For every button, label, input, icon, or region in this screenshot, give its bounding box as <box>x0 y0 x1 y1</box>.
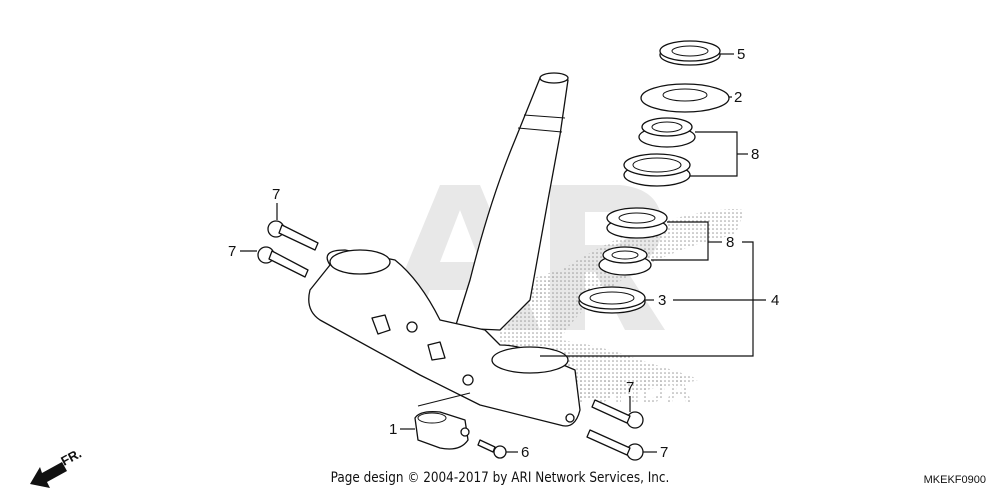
part-7-bolt <box>267 220 319 251</box>
callout-6[interactable]: 6 <box>521 444 529 461</box>
part-6-bolt <box>477 439 507 459</box>
callout-7-right-upper[interactable]: 7 <box>626 379 634 396</box>
part-8-lower-bearing <box>598 207 668 276</box>
part-1-clamp <box>414 392 471 450</box>
part-3-seal <box>578 286 646 314</box>
part-2-washer <box>640 83 730 113</box>
steering-stem-part <box>308 72 581 427</box>
part-8-upper-bearing <box>623 117 696 187</box>
part-7-bolt <box>591 399 644 429</box>
diagram-code: MKEKF0900 <box>923 474 986 486</box>
callout-8-lower[interactable]: 8 <box>726 234 734 251</box>
copyright-footer: Page design © 2004-2017 by ARI Network S… <box>330 470 670 486</box>
front-arrow-icon <box>30 462 67 488</box>
callout-labels: 5 2 8 8 3 4 7 7 7 7 1 6 <box>228 46 779 461</box>
part-5-nut <box>659 40 721 66</box>
callout-7-left[interactable]: 7 <box>228 243 236 260</box>
callout-1[interactable]: 1 <box>389 421 397 438</box>
leader-lines <box>240 53 766 453</box>
callout-3[interactable]: 3 <box>658 292 666 309</box>
callout-4[interactable]: 4 <box>771 292 779 309</box>
callout-8-upper[interactable]: 8 <box>751 146 759 163</box>
part-7-bolt <box>586 429 644 461</box>
part-7-bolt <box>257 246 309 278</box>
callout-7-top-left[interactable]: 7 <box>272 186 280 203</box>
callout-2[interactable]: 2 <box>734 89 742 106</box>
honda-brand-watermark: HONDA <box>560 369 692 410</box>
callout-5[interactable]: 5 <box>737 46 745 63</box>
callout-7-right-lower[interactable]: 7 <box>660 444 668 461</box>
